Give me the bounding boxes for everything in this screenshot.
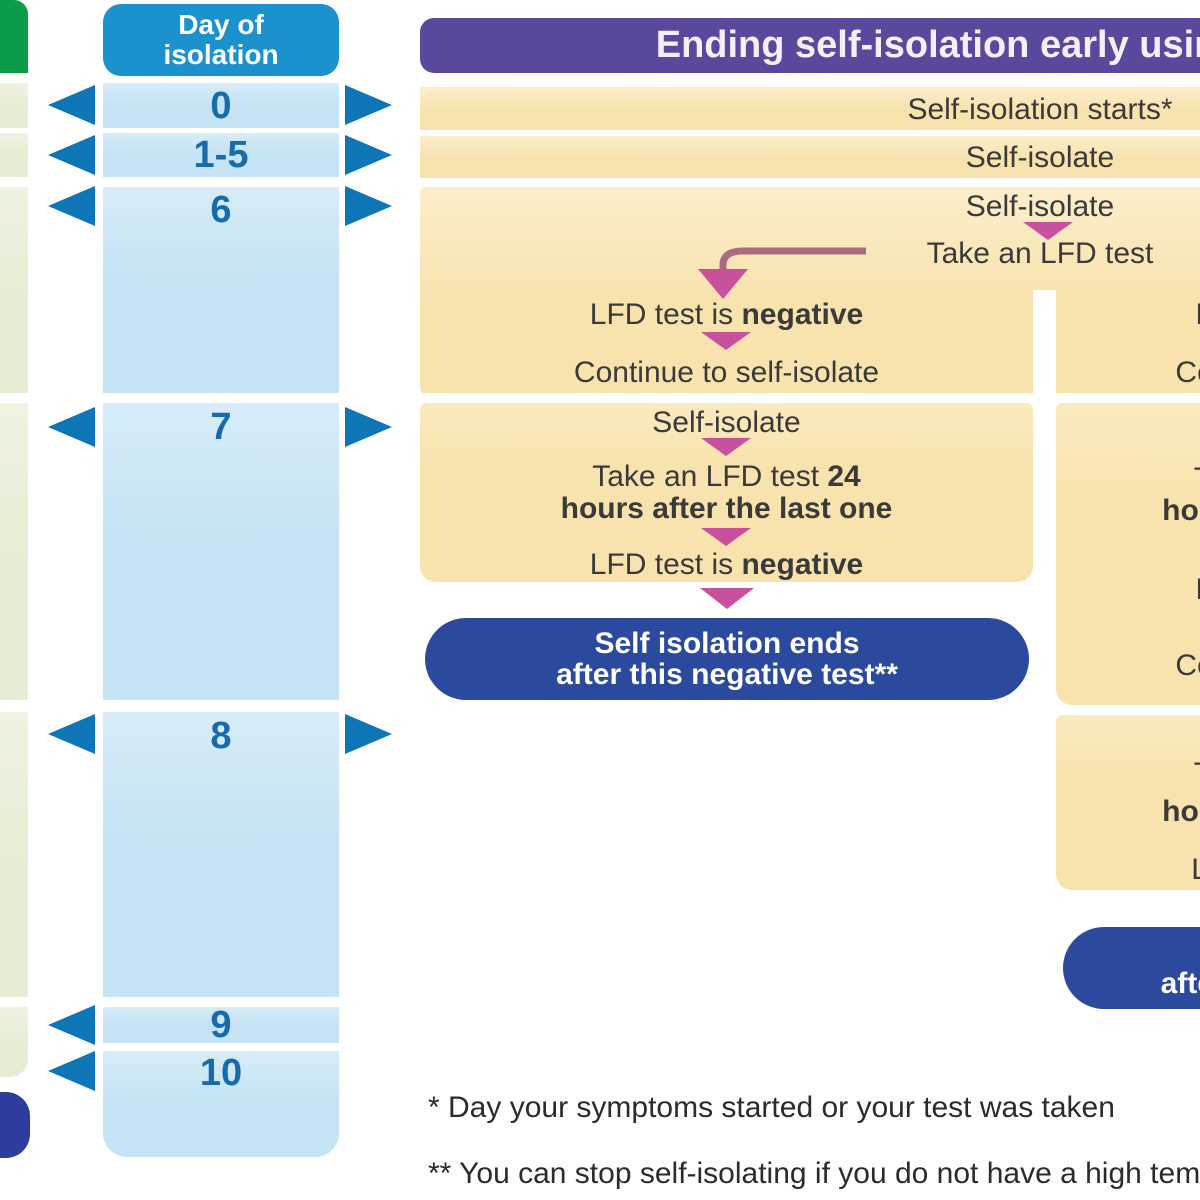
flow-day1to5-text: Self-isolate [965,141,1115,174]
flow-panel: Ending self-isolation early using LFD te… [420,0,1200,1200]
left-day7-test-line2: hours after the last one [560,492,893,525]
right-day7-test-prefix: Take an LFD test [1194,462,1200,495]
day-column-header: Day of isolation [103,4,339,76]
arrow-left-icon [48,714,95,754]
right-pill-line2: after this negative test** [1160,967,1200,1000]
arrow-down-icon [701,528,751,546]
green-row-day1to5 [0,133,28,177]
arrow-down-icon [701,332,751,350]
arrow-down-icon [701,438,751,456]
right-day8-result: LFD test is negative [1056,853,1200,886]
left-day7-test-line1: Take an LFD test 24 [420,460,1033,493]
right-day7-result: LFD test is positive [1056,573,1200,606]
green-row-day0 [0,83,28,128]
right-day7-test-line2: hours after the last one [1162,494,1200,527]
day-row-6: 6 [103,187,339,393]
right-day7-result-prefix: LFD test is [1195,573,1200,606]
right-day7-self-isolate: Self-isolate [1056,408,1200,441]
flow-panel-title: Ending self-isolation early using LFD te… [420,18,1200,73]
pill-fragment [0,1092,30,1158]
day-number: 9 [210,1004,232,1046]
left-day7-result-prefix: LFD test is [589,548,742,581]
arrow-left-icon [48,186,95,226]
day6-take-lfd-test: Take an LFD test [926,237,1154,270]
flow-block-day7-left: Self-isolate Take an LFD test 24 hours a… [420,403,1033,582]
right-ending-pill: Self isolation ends after this negative … [1063,927,1200,1009]
arrow-right-icon [345,407,392,447]
right-day7-continue: Continue to self-isolate [1175,649,1200,682]
left-day7-test-bold1: 24 [827,460,861,493]
arrow-left-icon [48,135,95,175]
day-column-header-line1: Day of [178,9,264,40]
left-ending-pill: Self isolation ends after this negative … [425,618,1029,700]
flow-block-day8-right: Take an LFD test 24 hours after the last… [1056,715,1200,890]
arrow-right-icon [345,714,392,754]
arrow-left-icon [48,1051,95,1091]
day-row-8: 8 [103,712,339,997]
right-day8-test-line2: hours after the last one [1162,795,1200,828]
day-row-1-5: 1-5 [103,133,339,177]
left-day6-result: LFD test is negative [420,298,1033,331]
day6-self-isolate: Self-isolate [965,190,1115,223]
right-day6-result-prefix: LFD test is [1195,298,1200,331]
flow-block-day6 [420,187,1200,393]
left-day7-result-bold: negative [741,548,864,581]
left-day6-result-prefix: LFD test is [589,298,742,331]
left-day7-self-isolate: Self-isolate [652,406,801,439]
day-number: 10 [199,1052,243,1094]
right-day7-test-line1: Take an LFD test 24 [1056,462,1200,495]
arrow-right-icon [345,186,392,226]
left-pill-line1: Self isolation ends [594,627,860,660]
day-number: 8 [210,715,232,757]
right-day8-test-prefix: Take an LFD test [1194,757,1200,790]
left-pill-line2: after this negative test** [556,658,898,691]
day-number: 7 [210,406,232,448]
day-column-header-line2: isolation [163,39,279,70]
green-row-day7 [0,403,28,700]
green-row-day6 [0,187,28,393]
right-day8-result-prefix: LFD test is [1191,853,1200,886]
day-row-0: 0 [103,83,339,128]
footnote-stop-isolating: ** You can stop self-isolating if you do… [428,1157,1200,1190]
arrow-left-icon [48,85,95,125]
right-day6-continue: Continue to self-isolate [1175,356,1200,389]
arrow-down-icon [1023,222,1073,240]
right-day8-test-line1: Take an LFD test 24 [1056,757,1200,790]
green-column-header [0,0,28,73]
left-day7-result: LFD test is negative [420,548,1033,581]
green-row-day9plus [0,1007,28,1077]
day-number: 6 [210,189,232,231]
arrow-left-icon [48,407,95,447]
green-row-day8 [0,712,28,997]
left-day6-continue: Continue to self-isolate [573,356,880,389]
flow-row-day0 [420,87,1200,130]
flow-row-day1to5 [420,136,1200,178]
flow-day0-text: Self-isolation starts* [907,93,1173,126]
day-row-10: 10 [103,1051,339,1157]
arrow-left-icon [48,1005,95,1045]
day-number: 1-5 [193,134,249,176]
arrow-down-icon [700,588,754,609]
right-pill-line1: Self isolation ends [1063,937,1200,968]
left-day6-result-bold: negative [741,298,864,331]
day-row-7: 7 [103,403,339,700]
day-row-9: 9 [103,1004,339,1046]
flow-block-day7-right: Self-isolate Take an LFD test 24 hours a… [1056,403,1200,705]
right-day6-result: LFD test is positive [1056,298,1200,331]
arrow-right-icon [345,85,392,125]
day-number: 0 [210,85,232,127]
elbow-arrow-icon [698,247,866,299]
branch-divider [1033,290,1056,393]
left-day7-test-prefix: Take an LFD test [592,460,828,493]
footnote-symptoms: * Day your symptoms started or your test… [428,1091,1115,1124]
arrow-right-icon [345,135,392,175]
